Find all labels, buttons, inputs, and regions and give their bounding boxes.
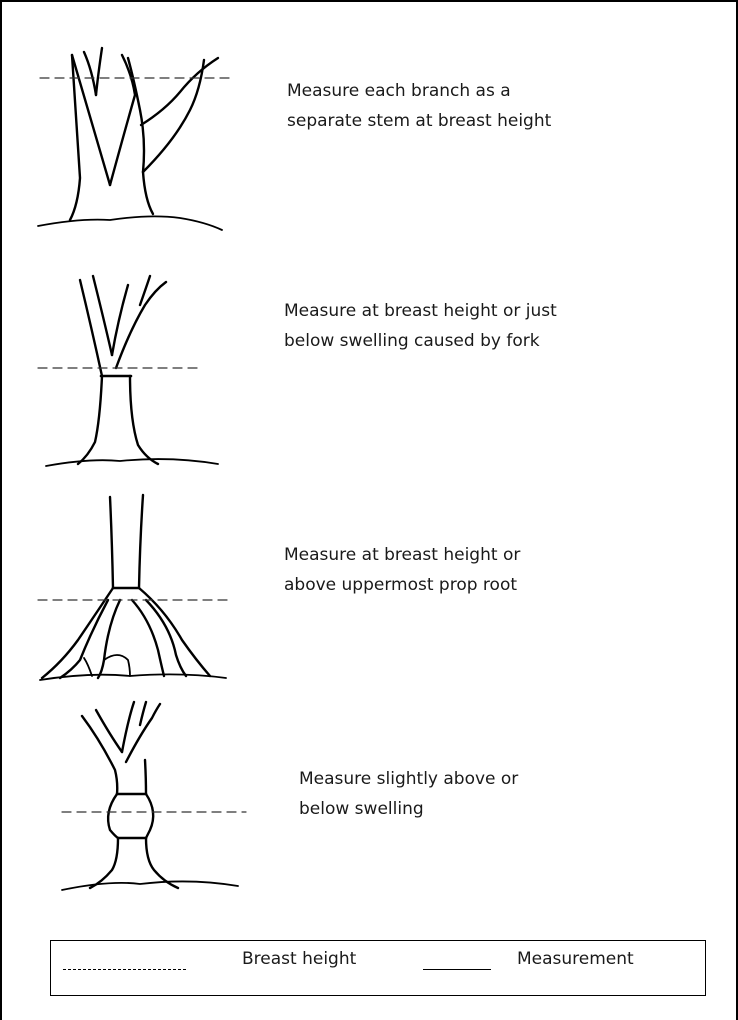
legend-solid-line-sample: [423, 969, 491, 970]
caption-line: separate stem at breast height: [287, 106, 551, 136]
caption-line: above uppermost prop root: [284, 570, 520, 600]
caption-swelling: Measure slightly above or below swelling: [299, 764, 518, 824]
caption-line: Measure slightly above or: [299, 764, 518, 794]
legend-dashed-line-sample: [63, 969, 186, 970]
legend: Breast height Measurement: [50, 940, 706, 996]
tree-forked-below-breast-height: [38, 48, 235, 230]
caption-line: Measure each branch as a: [287, 76, 551, 106]
caption-forked-above: Measure at breast height or just below s…: [284, 296, 557, 356]
caption-line: below swelling: [299, 794, 518, 824]
caption-line: Measure at breast height or just: [284, 296, 557, 326]
legend-breast-height-label: Breast height: [242, 949, 356, 969]
legend-measurement-label: Measurement: [517, 949, 634, 969]
caption-line: Measure at breast height or: [284, 540, 520, 570]
caption-line: below swelling caused by fork: [284, 326, 557, 356]
caption-forked-below: Measure each branch as a separate stem a…: [287, 76, 551, 136]
caption-prop-roots: Measure at breast height or above upperm…: [284, 540, 520, 600]
tree-with-swelling: [62, 702, 246, 890]
tree-with-prop-roots: [38, 495, 232, 680]
tree-forked-above-breast-height: [38, 276, 218, 466]
